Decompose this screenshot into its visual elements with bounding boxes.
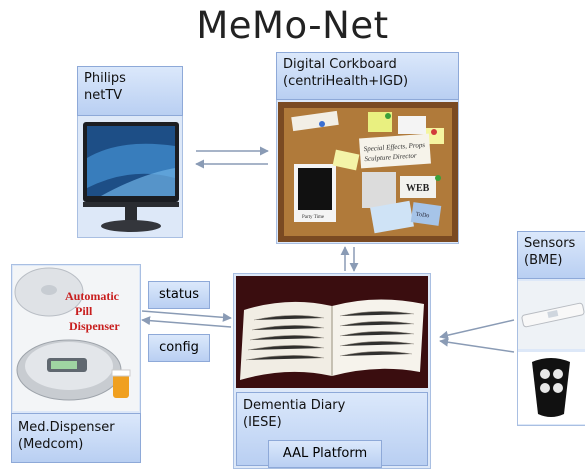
motion-sensor-image — [518, 281, 585, 349]
status-arrow — [141, 310, 232, 322]
corkboard-label-line2: (centriHealth+IGD) — [283, 74, 409, 89]
tv-image — [83, 122, 179, 232]
dispenser-image: Automatic Pill Dispenser — [13, 266, 139, 411]
motion-sensor-arrow — [439, 319, 515, 340]
corkboard-label-line1: Digital Corkboard — [283, 57, 397, 72]
config-edge-label: config — [148, 334, 210, 362]
corkboard-image: Special Effects, Props Sculpture Directo… — [278, 102, 458, 242]
corkboard-note-2: Sculpture Director — [364, 151, 417, 163]
dispenser-label-line1: Med.Dispenser — [18, 420, 115, 435]
tv-label: Philips netTV — [77, 66, 183, 116]
corkboard-note-5: Party Time — [302, 215, 325, 220]
corkboard-note-3: WEB — [406, 183, 430, 194]
diagram-title: MeMo-Net — [196, 4, 389, 47]
sensors-label-line1: Sensors — [524, 236, 576, 251]
config-arrow — [141, 316, 232, 328]
corkboard-note-4: ToDo — [415, 212, 429, 220]
tv-label-line2: netTV — [84, 88, 123, 103]
dispenser-label-line2: (Medcom) — [18, 437, 84, 452]
remote-control-arrow — [439, 337, 515, 353]
remote-control-image — [518, 352, 585, 424]
aal-platform-box: AAL Platform — [268, 440, 382, 468]
dispenser-image-text-2: Pill — [75, 304, 93, 318]
dispenser-image-text-1: Automatic — [65, 289, 120, 303]
dispenser-label: Med.Dispenser (Medcom) — [11, 413, 141, 463]
tv-label-line1: Philips — [84, 71, 126, 86]
status-edge-label: status — [148, 281, 210, 309]
sensors-label-line2: (BME) — [524, 253, 563, 268]
sensors-label: Sensors (BME) — [517, 231, 585, 279]
corkboard-label: Digital Corkboard (centriHealth+IGD) — [276, 52, 459, 100]
diary-label-line2: (IESE) — [243, 415, 282, 430]
diary-label-line1: Dementia Diary — [243, 398, 346, 413]
diary-image — [236, 276, 428, 388]
dispenser-image-text-3: Dispenser — [69, 319, 120, 333]
